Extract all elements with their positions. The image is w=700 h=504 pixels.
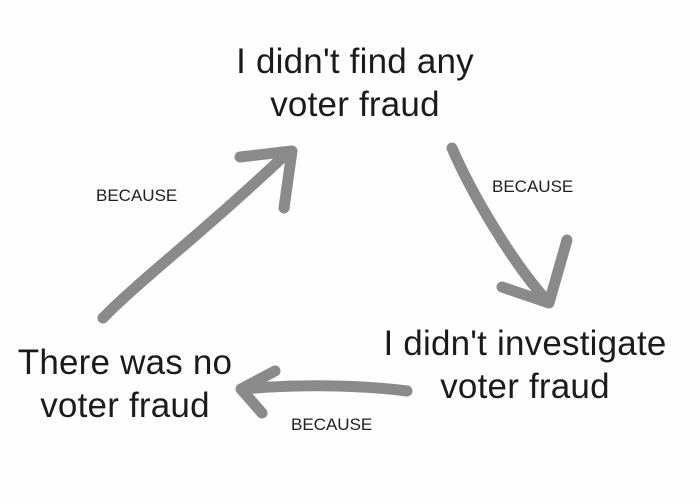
arrow-top-to-right [446,142,554,308]
arrow-left-to-top [97,150,290,324]
node-did-not-investigate: I didn't investigate voter fraud [370,322,680,408]
arrow-bottom-head [235,365,281,419]
node-right-line1: I didn't investigate [383,324,667,363]
edge-label-left: BECAUSE [96,186,178,205]
arrow-right-head [496,234,573,309]
edge-label-right: BECAUSE [492,177,574,196]
node-there-was-no-fraud: There was no voter fraud [5,341,245,427]
node-right-line2: voter fraud [440,367,610,406]
node-top-line1: I didn't find any [236,42,474,81]
node-found-no-fraud: I didn't find any voter fraud [195,40,515,126]
arrow-right-to-left [236,380,413,397]
node-left-line1: There was no [17,343,233,382]
arrow-left-head [234,145,298,214]
node-top-line2: voter fraud [270,85,440,124]
edge-label-bottom: BECAUSE [291,415,373,434]
node-left-line2: voter fraud [40,386,210,425]
